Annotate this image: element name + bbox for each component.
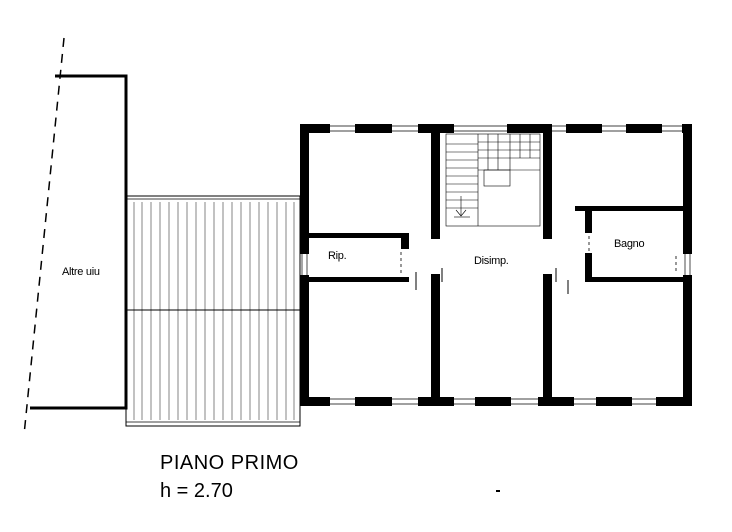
terrace — [125, 195, 301, 427]
adjacent-unit-outline — [30, 74, 128, 410]
interior-walls — [309, 124, 683, 406]
boundary-dashed-line — [23, 37, 65, 436]
staircase — [445, 133, 541, 227]
room-label-storage: Rip. — [328, 250, 347, 262]
windows — [301, 125, 691, 405]
room-label-adjacent: Altre uiu — [62, 266, 100, 278]
floor-height: h = 2.70 — [160, 480, 233, 502]
floor-title: PIANO PRIMO — [160, 452, 299, 474]
door-jambs — [415, 268, 569, 294]
stray-mark — [496, 490, 500, 492]
room-label-landing: Disimp. — [474, 255, 509, 267]
door-thresholds — [400, 236, 677, 276]
room-label-bathroom: Bagno — [614, 238, 645, 250]
